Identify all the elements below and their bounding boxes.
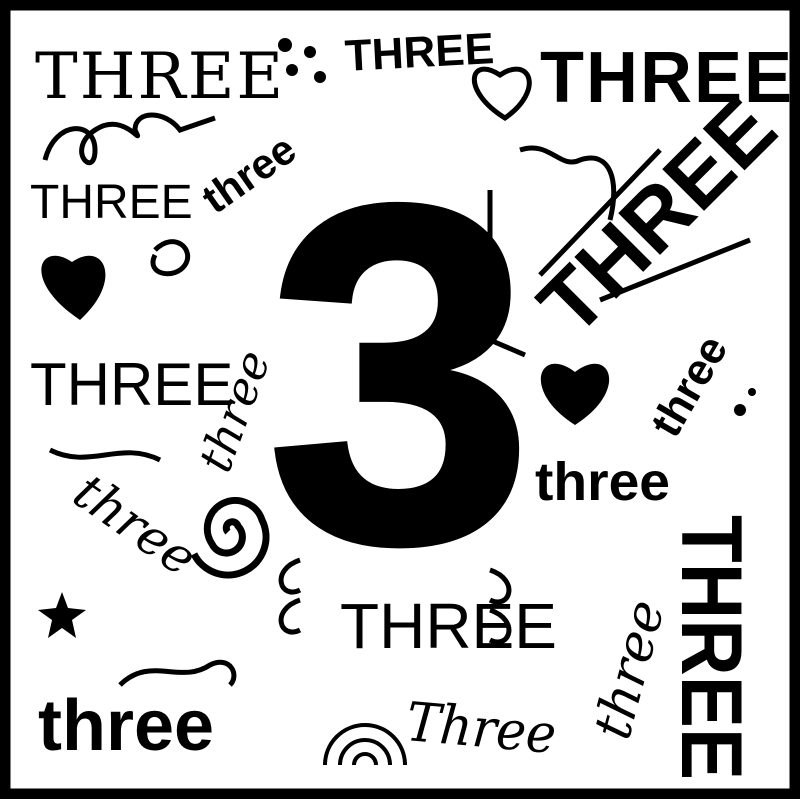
word-left-middle: THREE — [30, 351, 233, 418]
dots-icon — [278, 38, 756, 416]
word-top-left: THREE — [35, 40, 285, 114]
word-bottom-center-right: Three — [404, 690, 559, 766]
heart-outline-icon — [471, 66, 532, 121]
word-bottom-center: THREE — [340, 590, 557, 662]
word-left-upper: THREE — [30, 176, 193, 229]
word-right-middle: three — [535, 452, 670, 512]
word-top-center: THREE — [344, 24, 495, 81]
word-right-vertical: THREE — [663, 515, 759, 780]
star-icon — [38, 592, 86, 638]
word-bottom-left: three — [38, 686, 214, 766]
swirl-arrow-icon — [42, 112, 751, 687]
big-number-three: 3 — [267, 105, 534, 642]
rainbow-icon — [323, 723, 407, 766]
word-top-right: THREE — [540, 38, 794, 118]
spiral-icon — [190, 497, 270, 579]
heart-icon — [41, 255, 106, 320]
heart-icon — [540, 363, 610, 425]
